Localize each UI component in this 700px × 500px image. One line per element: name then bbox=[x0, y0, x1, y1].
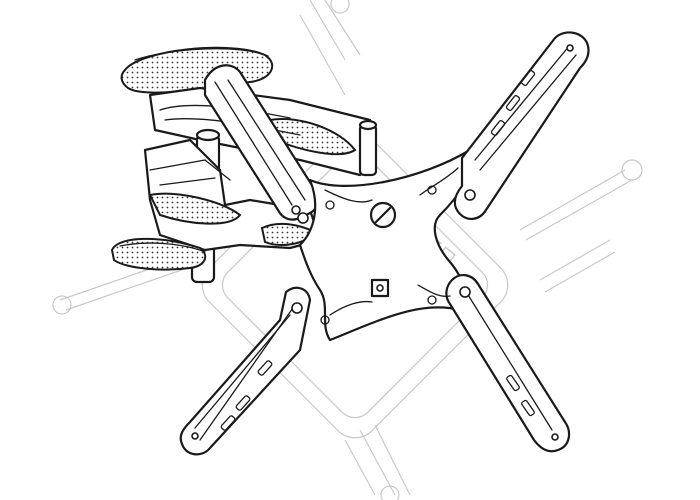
pivot-post-2 bbox=[358, 123, 378, 177]
bracket-arm-upper-right bbox=[453, 31, 590, 220]
vesa-bracket bbox=[179, 31, 590, 456]
bracket-arm-lower-right bbox=[445, 274, 571, 453]
bracket-slots bbox=[220, 70, 536, 431]
bracket-arm-lower-left bbox=[179, 286, 312, 456]
wall-arm-assembly bbox=[110, 46, 378, 284]
bracket-screws bbox=[191, 44, 574, 441]
upper-arm-pad bbox=[268, 118, 357, 156]
watermark-lines bbox=[52, 0, 643, 500]
middle-pad bbox=[148, 192, 242, 225]
bottom-wall-pad bbox=[110, 237, 207, 271]
